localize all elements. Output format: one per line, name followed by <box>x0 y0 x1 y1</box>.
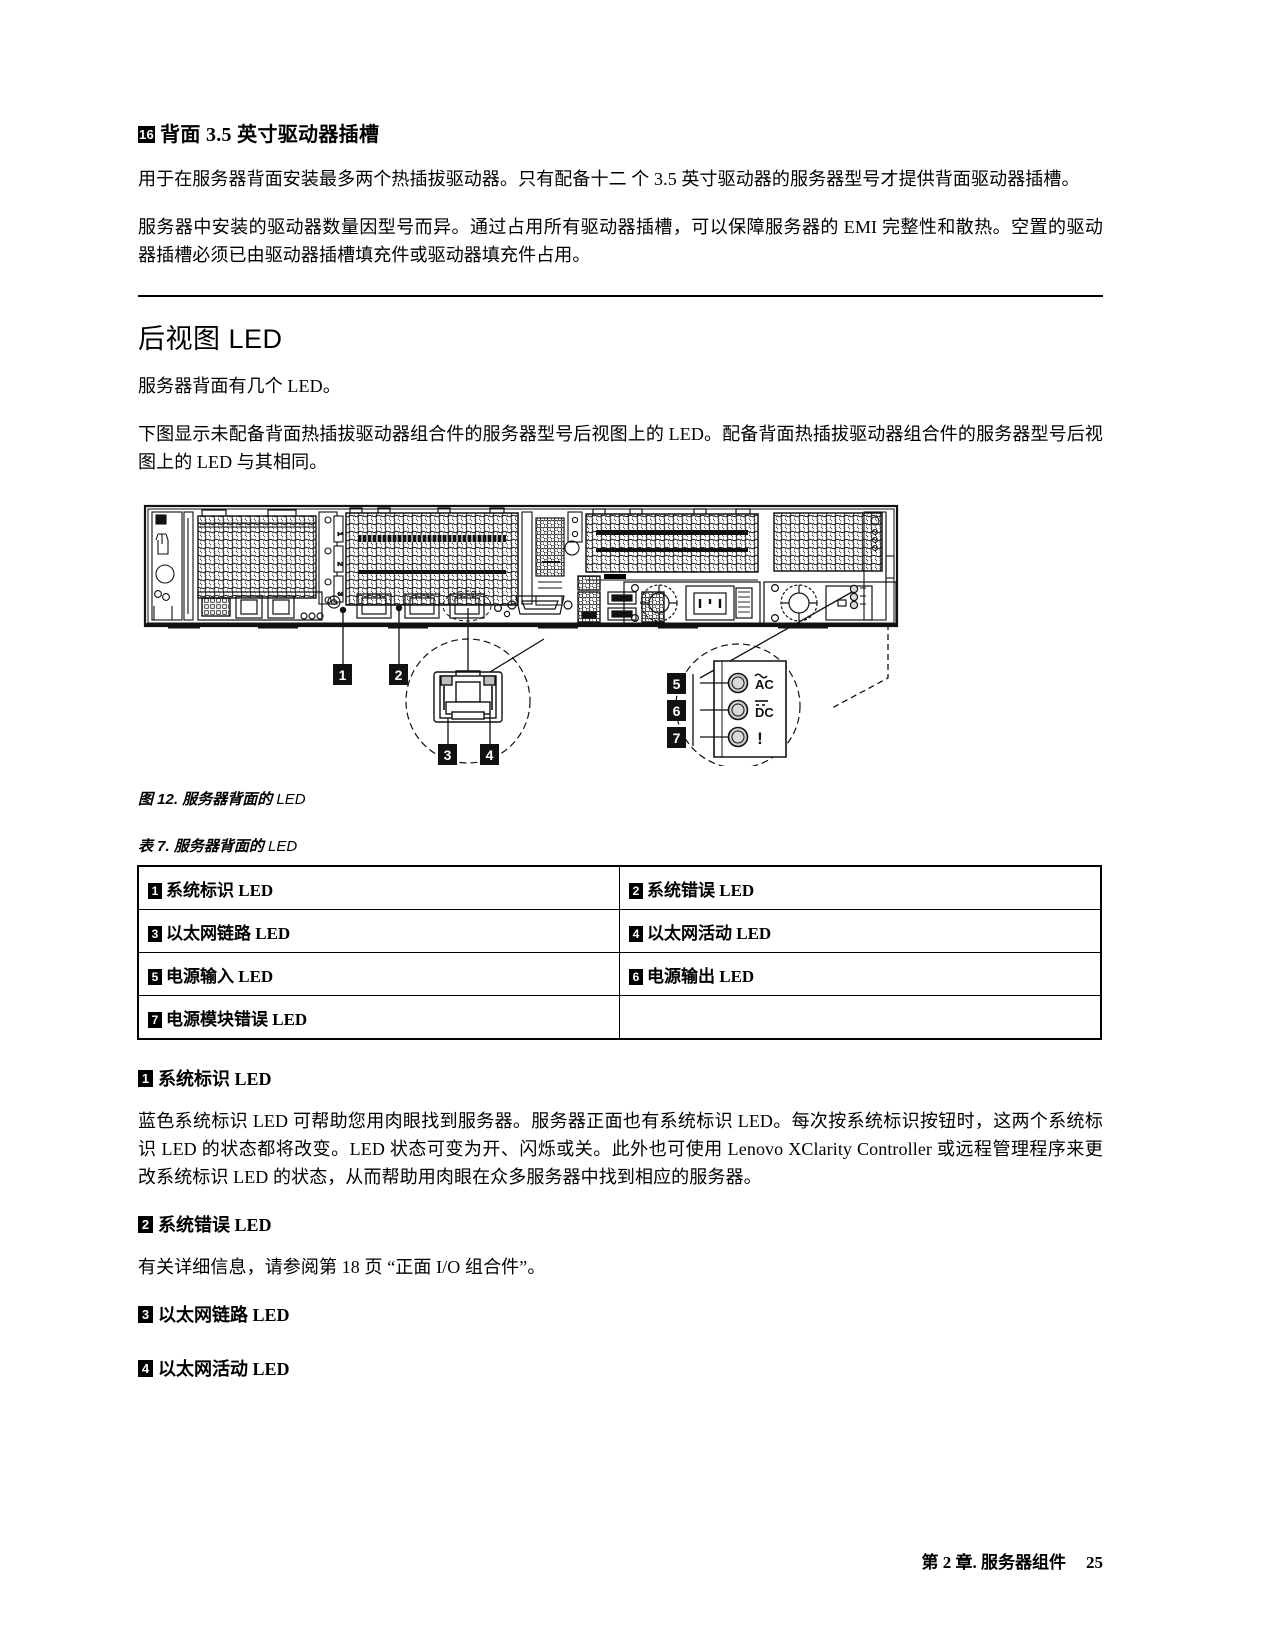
table-label-1: 系统标识 LED <box>166 880 274 900</box>
drive-bay-paragraph-1: 用于在服务器背面安装最多两个热插拔驱动器。只有配备十二 个 3.5 英寸驱动器的… <box>138 169 1080 189</box>
rj45-ports <box>356 593 485 619</box>
figure-caption-text: 服务器背面的 <box>182 791 273 808</box>
detail-heading-4-text: 以太网活动 LED <box>158 1359 290 1379</box>
callout-chip-16: 16 <box>138 126 156 143</box>
svg-text:1: 1 <box>339 667 347 683</box>
figure-callout-7: 7 <box>667 727 686 748</box>
section-divider <box>138 295 1103 297</box>
svg-text:AC: AC <box>755 677 774 692</box>
figure-callout-6: 6 <box>667 700 686 721</box>
svg-text:2: 2 <box>395 667 403 683</box>
section-heading-drive-bay-text: 背面 3.5 英寸驱动器插槽 <box>160 124 380 146</box>
section-heading-rear-led: 后视图 LED <box>138 324 283 354</box>
svg-text:6: 6 <box>673 703 681 719</box>
svg-text:1: 1 <box>336 532 343 536</box>
detail-heading-2-text: 系统错误 LED <box>158 1215 272 1235</box>
server-rear-view-illustration: 1 2 3 <box>143 504 899 766</box>
detail-heading-1: 1 系统标识 LED <box>138 1065 1103 1091</box>
table-label-2: 系统错误 LED <box>647 880 755 900</box>
dc-symbol: DC <box>755 700 774 720</box>
figure-callout-1: 1 <box>333 664 352 685</box>
table-chip-1: 1 <box>148 882 162 899</box>
table-chip-5: 5 <box>148 968 162 985</box>
svg-text:4: 4 <box>486 747 494 763</box>
figure-caption-suffix: LED <box>276 791 306 808</box>
svg-text:3: 3 <box>444 747 452 763</box>
detail-chip-1: 1 <box>138 1070 153 1087</box>
detail-heading-3-text: 以太网链路 LED <box>158 1305 290 1325</box>
table-caption-suffix: LED <box>268 838 298 855</box>
svg-text:DC: DC <box>755 705 774 720</box>
detail-chip-3: 3 <box>138 1306 153 1323</box>
table-label-6: 电源输出 LED <box>647 966 755 986</box>
detail-body-2: 有关详细信息，请参阅第 18 页 “正面 I/O 组合件”。 <box>138 1257 546 1277</box>
drive-bay-paragraph-2: 服务器中安装的驱动器数量因型号而异。通过占用所有驱动器插槽，可以保障服务器的 E… <box>138 217 1103 265</box>
detail-body-1: 蓝色系统标识 LED 可帮助您用肉眼找到服务器。服务器正面也有系统标识 LED。… <box>138 1111 1103 1187</box>
svg-text:7: 7 <box>673 730 681 746</box>
rear-led-paragraph-2: 下图显示未配备背面热插拔驱动器组合件的服务器型号后视图上的 LED。配备背面热插… <box>138 424 1103 472</box>
detail-heading-4: 4 以太网活动 LED <box>138 1355 1103 1381</box>
table-chip-4: 4 <box>629 925 643 942</box>
figure-callout-3: 3 <box>438 744 457 765</box>
figure-callout-2: 2 <box>389 664 408 685</box>
vga-port <box>507 595 573 615</box>
table-chip-3: 3 <box>148 925 162 942</box>
usb-ports <box>607 591 637 621</box>
table-caption: 表 7. 服务器背面的 LED <box>138 835 1103 856</box>
figure-caption: 图 12. 服务器背面的 LED <box>138 788 1103 809</box>
psu-led-magnifier: AC DC ! <box>675 591 889 766</box>
detail-heading-3: 3 以太网链路 LED <box>138 1301 1103 1327</box>
system-id-led-dot <box>339 606 347 614</box>
table-cell-empty <box>619 995 1101 1039</box>
rj45-magnifier <box>405 638 545 764</box>
detail-heading-1-text: 系统标识 LED <box>158 1069 272 1089</box>
rear-led-paragraph-1: 服务器背面有几个 LED。 <box>138 376 341 396</box>
detail-heading-2: 2 系统错误 LED <box>138 1211 1103 1237</box>
system-error-led-dot <box>395 604 403 612</box>
table-chip-6: 6 <box>629 968 643 985</box>
table-label-5: 电源输入 LED <box>166 966 274 986</box>
svg-text:!: ! <box>757 729 763 748</box>
table-label-3: 以太网链路 LED <box>166 923 291 943</box>
table-chip-2: 2 <box>629 882 643 899</box>
footer-page-number: 25 <box>1086 1553 1103 1572</box>
svg-text:5: 5 <box>673 676 681 692</box>
svg-text:2: 2 <box>336 562 343 566</box>
table-chip-7: 7 <box>148 1011 162 1028</box>
table-caption-prefix: 表 7. <box>138 838 170 855</box>
psu-led-cluster <box>849 584 859 610</box>
detail-chip-4: 4 <box>138 1360 153 1377</box>
error-symbol: ! <box>757 729 763 748</box>
table-label-7: 电源模块错误 LED <box>166 1009 308 1029</box>
figure-callout-5: 5 <box>667 673 686 694</box>
ac-symbol: AC <box>754 673 774 692</box>
table-label-4: 以太网活动 LED <box>647 923 772 943</box>
figure-server-rear-view: 1 2 3 <box>138 496 1101 766</box>
detail-chip-2: 2 <box>138 1216 153 1233</box>
svg-text:3: 3 <box>336 592 343 596</box>
page-footer: 第 2 章. 服务器组件 25 <box>138 1548 1104 1573</box>
table-caption-text: 服务器背面的 <box>173 838 264 855</box>
figure-caption-prefix: 图 12. <box>138 791 179 808</box>
figure-callout-4: 4 <box>480 744 499 765</box>
footer-chapter: 第 2 章. 服务器组件 <box>921 1553 1067 1572</box>
